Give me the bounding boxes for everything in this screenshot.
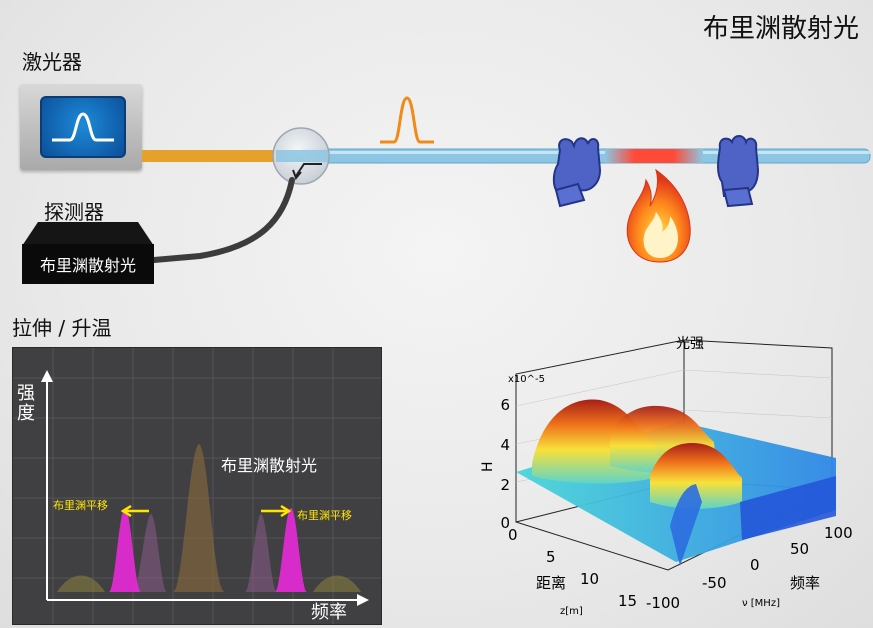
x-tick: 0 <box>508 526 518 544</box>
detector-screen-text: 布里渊散射光 <box>39 256 136 275</box>
z-tick: 4 <box>500 436 510 454</box>
intensity-axis-label: 强度 <box>17 383 35 424</box>
right-shift-label: 布里渊平移 <box>297 509 352 522</box>
x-tick: 15 <box>618 592 637 610</box>
detector-device: 布里渊散射光 <box>22 244 154 284</box>
z-tick: 0 <box>500 514 510 532</box>
orange-fiber <box>142 150 302 162</box>
x-tick: 10 <box>580 570 599 588</box>
z-axis-unit-label: z[m] <box>560 606 583 617</box>
hot-spot <box>605 149 703 163</box>
detector-cable <box>151 177 295 263</box>
spectrum-grid <box>13 348 381 624</box>
frequency-axis-label-3d: 频率 <box>790 574 820 592</box>
detector-label: 探测器 <box>44 200 104 224</box>
z-axis-label: H <box>480 461 496 472</box>
stretch-heat-label: 拉伸 / 升温 <box>12 316 112 340</box>
pulse-icon <box>52 112 114 142</box>
frequency-axis-label: 频率 <box>311 602 347 623</box>
laser-screen <box>40 96 126 158</box>
laser-label: 激光器 <box>22 50 82 74</box>
spectrum-panel: 强度 频率 布里渊散射光 布里渊平移 布里渊平移 <box>12 347 382 625</box>
brillouin-peak-right <box>275 508 307 592</box>
brillouin-peak-left <box>109 508 141 592</box>
page-title: 布里渊散射光 <box>702 14 859 44</box>
z-tick: 2 <box>500 476 510 494</box>
glove-left-icon <box>552 137 602 208</box>
x-tick: 5 <box>546 548 556 566</box>
laser-device <box>20 84 142 170</box>
z-tick: 6 <box>500 396 510 414</box>
y-tick: 50 <box>790 540 809 558</box>
left-shift-label: 布里渊平移 <box>53 499 108 512</box>
pulse-on-fiber-icon <box>380 96 434 144</box>
distance-axis-label: 距离 <box>536 574 566 592</box>
y-tick: 0 <box>750 556 760 574</box>
surface-plot: 6 4 2 0 x10^-5 H 光强 0 5 10 15 距离 z[m] -1… <box>480 336 853 617</box>
z-scale-label: x10^-5 <box>508 374 545 385</box>
y-tick: 100 <box>824 524 853 542</box>
glove-right-icon <box>717 135 760 208</box>
plot-title: 光强 <box>676 336 704 352</box>
surface-ridge-3 <box>650 443 742 509</box>
spectrum-graphic <box>13 348 381 624</box>
detector-top <box>22 222 154 246</box>
fiber-scene <box>142 96 871 263</box>
rayleigh-peak <box>173 444 225 592</box>
flame-icon <box>626 168 691 263</box>
center-peak-label: 布里渊散射光 <box>221 456 318 475</box>
nu-axis-unit-label: ν [MHz] <box>742 598 780 609</box>
y-tick: -100 <box>646 594 680 612</box>
y-tick: -50 <box>702 574 727 592</box>
